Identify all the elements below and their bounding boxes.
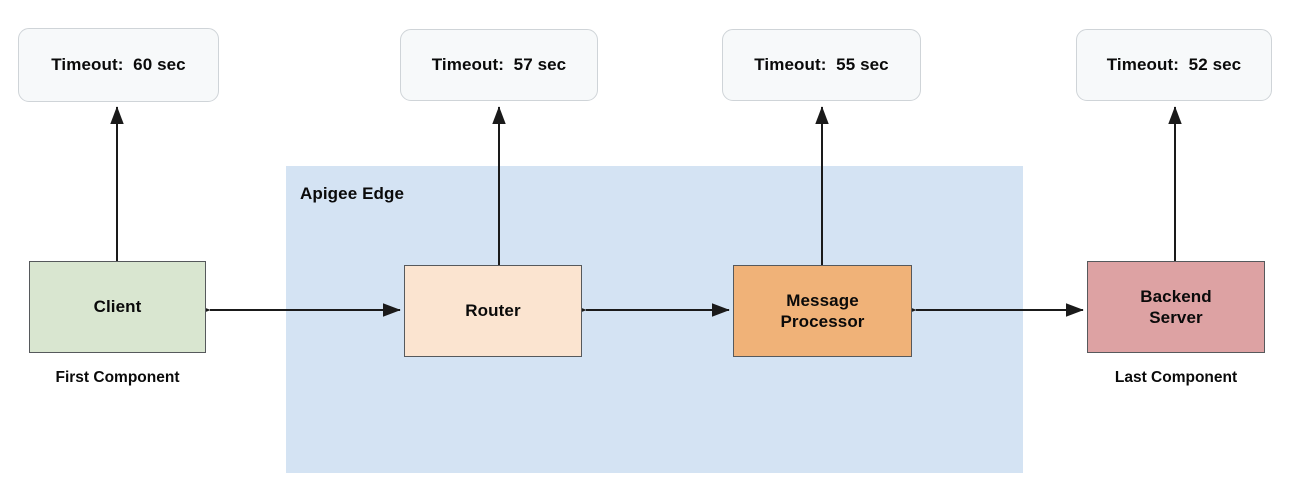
node-message-processor-label: Message Processor [780,290,865,331]
caption-last-component: Last Component [1114,369,1238,386]
node-router-label: Router [465,301,521,321]
apigee-edge-label: Apigee Edge [300,184,405,203]
timeout-callout-backend: Timeout: 52 sec [1076,29,1272,101]
timeout-callout-message-processor-text: Timeout: 55 sec [754,55,889,74]
apigee-edge-region [286,166,1023,473]
caption-first-component: First Component [55,369,180,386]
node-router: Router [404,265,582,357]
node-backend-server: Backend Server [1087,261,1265,353]
node-client: Client [29,261,206,353]
node-message-processor: Message Processor [733,265,912,357]
timeout-callout-client-text: Timeout: 60 sec [51,55,186,74]
timeout-callout-message-processor: Timeout: 55 sec [722,29,921,101]
node-client-label: Client [93,297,142,317]
timeout-callout-client: Timeout: 60 sec [18,28,219,102]
timeout-callout-router: Timeout: 57 sec [400,29,598,101]
node-backend-server-label: Backend Server [1140,286,1212,327]
timeout-callout-router-text: Timeout: 57 sec [431,55,567,74]
timeout-callout-backend-text: Timeout: 52 sec [1106,55,1242,74]
